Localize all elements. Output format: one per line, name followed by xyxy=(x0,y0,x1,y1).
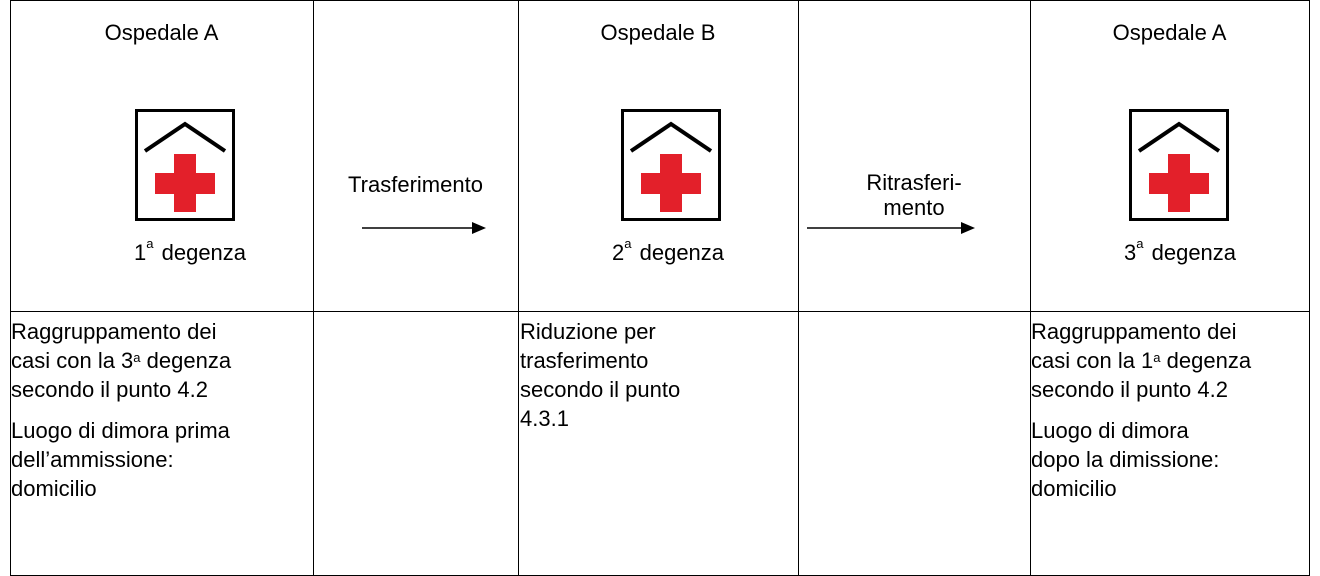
stay-word: degenza xyxy=(1151,240,1237,265)
grid-line xyxy=(313,0,314,576)
stay-word: degenza xyxy=(639,240,725,265)
stay-label: 2a degenza xyxy=(612,236,725,266)
note-line: domicilio xyxy=(11,476,97,501)
hospital-b-title: Ospedale B xyxy=(600,20,716,45)
note-line: dopo la dimissione: xyxy=(1031,447,1220,472)
retransfer-label-line2: mento xyxy=(883,195,945,220)
grid-line xyxy=(10,311,1310,312)
stay-label: 1a degenza xyxy=(134,236,247,266)
stay-number: 2 xyxy=(612,240,625,265)
grid-line xyxy=(1030,0,1031,576)
note-hospital-b: Riduzione per trasferimento secondo il p… xyxy=(520,317,796,445)
grid-line xyxy=(10,0,1310,1)
note-line: casi con la 3 xyxy=(11,348,134,373)
hospital-a-title: Ospedale A xyxy=(1112,20,1227,45)
note-line: Luogo di dimora xyxy=(1031,418,1189,443)
stay-number: 3 xyxy=(1124,240,1137,265)
note-line: 4.3.1 xyxy=(520,406,569,431)
hospital-icon xyxy=(621,109,721,226)
note-line: Riduzione per xyxy=(520,319,656,344)
note-line: degenza xyxy=(140,348,232,373)
stay-ordinal: a xyxy=(624,236,632,251)
note-line: secondo il punto xyxy=(520,377,681,402)
transfer-arrow xyxy=(362,222,486,234)
hospital-icon xyxy=(1129,109,1229,226)
stay-label: 3a degenza xyxy=(1124,236,1237,266)
transfer-label: Trasferimento xyxy=(348,172,483,197)
retransfer-label-line1: Ritrasferi- xyxy=(866,170,962,195)
stay-number: 1 xyxy=(134,240,147,265)
hospital-icon xyxy=(135,109,235,226)
stay-ordinal: a xyxy=(1136,236,1144,251)
stay-ordinal: a xyxy=(146,236,154,251)
note-line: degenza xyxy=(1160,348,1252,373)
note-hospital-a-first: Raggruppamento dei casi con la 3a degenz… xyxy=(11,317,311,515)
retransfer-arrow xyxy=(807,222,975,234)
retransfer-label: Ritrasferi- mento xyxy=(798,169,1030,221)
ordinal: a xyxy=(1153,350,1161,365)
stay-word: degenza xyxy=(161,240,247,265)
diagram-table: Ospedale A 1a degenza Trasferimento Ospe… xyxy=(10,0,1310,576)
hospital-a-title: Ospedale A xyxy=(104,20,219,45)
grid-line xyxy=(1309,0,1310,576)
note-line: Raggruppamento dei xyxy=(11,319,217,344)
grid-line xyxy=(798,0,799,576)
note-line: secondo il punto 4.2 xyxy=(1031,377,1228,402)
note-line: trasferimento xyxy=(520,348,649,373)
note-line: Raggruppamento dei xyxy=(1031,319,1237,344)
note-hospital-a-third: Raggruppamento dei casi con la 1a degenz… xyxy=(1031,317,1308,515)
ordinal: a xyxy=(133,350,141,365)
note-line: dell’ammissione: xyxy=(11,447,174,472)
note-line: secondo il punto 4.2 xyxy=(11,377,208,402)
note-line: domicilio xyxy=(1031,476,1117,501)
note-line: casi con la 1 xyxy=(1031,348,1154,373)
grid-line xyxy=(10,0,11,576)
grid-line xyxy=(518,0,519,576)
note-line: Luogo di dimora prima xyxy=(11,418,230,443)
